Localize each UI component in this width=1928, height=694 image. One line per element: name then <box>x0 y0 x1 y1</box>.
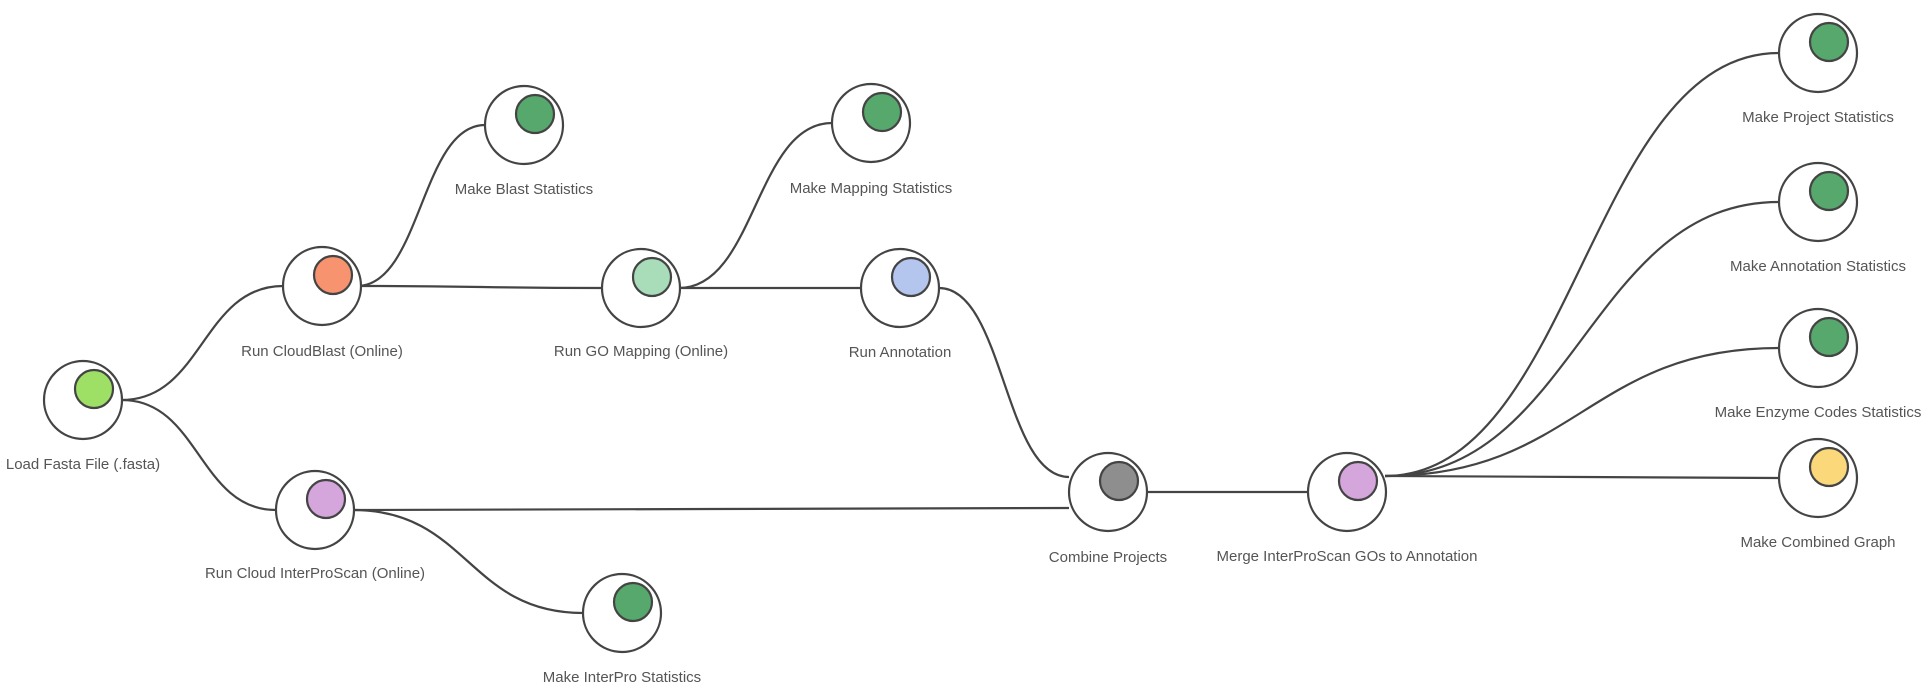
node-graph[interactable]: Make Combined Graph <box>1740 437 1896 551</box>
node-label: Load Fasta File (.fasta) <box>6 456 160 473</box>
node-status-dot <box>1808 170 1850 212</box>
node-status-dot <box>1337 460 1379 502</box>
node-status-dot <box>1808 316 1850 358</box>
node-projstats[interactable]: Make Project Statistics <box>1742 12 1894 126</box>
node-label: Run GO Mapping (Online) <box>554 343 728 360</box>
node-label: Make Project Statistics <box>1742 109 1894 126</box>
node-ipstats[interactable]: Make InterPro Statistics <box>543 572 701 686</box>
nodes-layer: Load Fasta File (.fasta) Run CloudBlast (… <box>6 12 1922 686</box>
node-status-dot <box>514 93 556 135</box>
node-annotstats[interactable]: Make Annotation Statistics <box>1730 161 1906 275</box>
node-status-dot <box>861 91 903 133</box>
node-status-dot <box>1808 446 1850 488</box>
node-label: Make Annotation Statistics <box>1730 258 1906 275</box>
edge-merge-to-projstats <box>1384 51 1780 478</box>
node-label: Make InterPro Statistics <box>543 669 701 686</box>
edge-annot-to-combine <box>938 286 1070 479</box>
edge-merge-to-graph <box>1384 474 1780 480</box>
node-status-dot <box>1098 460 1140 502</box>
edge-ips-to-combine <box>353 506 1070 512</box>
edge-load-to-ips <box>121 398 277 512</box>
node-label: Run Annotation <box>849 344 952 361</box>
edge-ips-to-ipstats <box>352 508 584 615</box>
node-label: Run Cloud InterProScan (Online) <box>205 565 425 582</box>
edge-gomap-to-mapstats <box>678 121 833 290</box>
node-label: Combine Projects <box>1049 549 1167 566</box>
node-status-dot <box>890 256 932 298</box>
node-ips[interactable]: Run Cloud InterProScan (Online) <box>205 469 425 582</box>
node-merge[interactable]: Merge InterProScan GOs to Annotation <box>1217 451 1478 565</box>
node-load[interactable]: Load Fasta File (.fasta) <box>6 359 160 473</box>
node-status-dot <box>305 478 347 520</box>
edge-merge-to-annotstats <box>1384 200 1780 478</box>
edge-blast-to-blaststats <box>356 123 486 288</box>
node-status-dot <box>1808 21 1850 63</box>
node-annot[interactable]: Run Annotation <box>849 247 952 361</box>
edges-layer <box>121 51 1780 615</box>
edge-load-to-blast <box>121 284 284 402</box>
node-status-dot <box>73 368 115 410</box>
node-gomap[interactable]: Run GO Mapping (Online) <box>554 247 728 360</box>
node-status-dot <box>631 256 673 298</box>
node-combine[interactable]: Combine Projects <box>1049 451 1167 566</box>
node-label: Run CloudBlast (Online) <box>241 343 403 360</box>
node-blaststats[interactable]: Make Blast Statistics <box>455 84 593 198</box>
node-label: Make Blast Statistics <box>455 181 593 198</box>
node-label: Merge InterProScan GOs to Annotation <box>1217 548 1478 565</box>
node-mapstats[interactable]: Make Mapping Statistics <box>790 82 953 197</box>
node-enzstats[interactable]: Make Enzyme Codes Statistics <box>1715 307 1922 421</box>
node-label: Make Combined Graph <box>1740 534 1895 551</box>
edge-merge-to-enzstats <box>1384 346 1780 478</box>
node-blast[interactable]: Run CloudBlast (Online) <box>241 245 403 360</box>
node-label: Make Mapping Statistics <box>790 180 953 197</box>
node-label: Make Enzyme Codes Statistics <box>1715 404 1922 421</box>
edge-blast-to-gomap <box>360 284 603 290</box>
node-status-dot <box>612 581 654 623</box>
node-status-dot <box>312 254 354 296</box>
